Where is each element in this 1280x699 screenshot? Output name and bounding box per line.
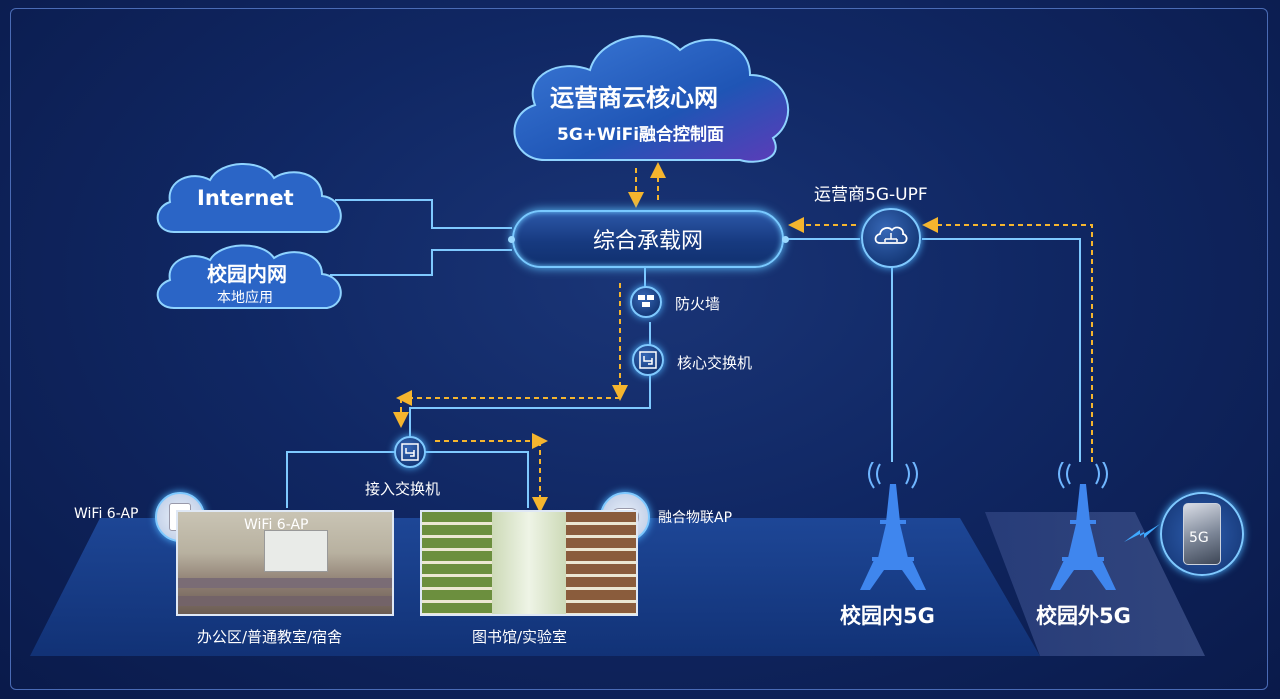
signal-waves-icon [1058, 462, 1108, 489]
operator-cloud [513, 35, 790, 163]
campus-cloud [156, 244, 342, 309]
port-dot-right [782, 236, 789, 243]
projector-screen [264, 530, 328, 572]
upf-node [861, 208, 921, 268]
office-classroom-photo: WiFi 6-AP [176, 510, 394, 616]
library-area-label: 图书馆/实验室 [472, 628, 568, 646]
phone-5g-badge: 5G [1189, 530, 1209, 546]
phone-node: 5G [1160, 492, 1244, 576]
flow-arrows [393, 162, 1093, 513]
internet-cloud-title: Internet [197, 186, 294, 210]
tower-inside-5g [860, 462, 926, 590]
diagram-frame [10, 8, 1268, 690]
wifi-ap-label: WiFi 6-AP [74, 506, 139, 522]
smartphone-icon: 5G [1183, 503, 1221, 565]
link-lines [286, 199, 1081, 508]
wifi-ap-photo-caption: WiFi 6-AP [244, 517, 309, 533]
firewall-icon [638, 295, 654, 309]
signal-waves-icon [868, 462, 918, 489]
offcampus-ground [985, 512, 1205, 656]
bookshelf-left [422, 512, 492, 614]
campus-cloud-title: 校园内网 [207, 262, 287, 286]
access-switch-node [394, 436, 426, 468]
campus-cloud-subtitle: 本地应用 [217, 290, 273, 306]
iot-ap-label: 融合物联AP [658, 510, 733, 526]
cell-tower-icon [860, 484, 926, 590]
core-switch-label: 核心交换机 [677, 354, 753, 372]
bearer-network-label: 综合承载网 [592, 229, 703, 254]
tower-outside-5g [1050, 462, 1116, 590]
desk-row [178, 596, 392, 606]
lightning-icon [1124, 524, 1160, 542]
bearer-network-node: 综合承载网 [512, 210, 784, 268]
firewall-label: 防火墙 [675, 295, 721, 313]
switch-icon [639, 351, 657, 369]
operator-cloud-title: 运营商云核心网 [550, 84, 718, 112]
tower-outside-label: 校园外5G [1036, 604, 1131, 628]
cloud-network-icon [874, 226, 908, 244]
access-switch-label: 接入交换机 [365, 480, 441, 498]
switch-icon [401, 443, 419, 461]
cell-tower-icon [1050, 484, 1116, 590]
port-dot-left [508, 236, 515, 243]
firewall-node [630, 286, 662, 318]
office-area-label: 办公区/普通教室/宿舍 [197, 628, 343, 646]
tower-inside-label: 校园内5G [840, 604, 935, 628]
desk-row [178, 578, 392, 588]
upf-label: 运营商5G-UPF [814, 185, 928, 205]
library-lab-photo [420, 510, 638, 616]
internet-cloud [156, 163, 342, 233]
operator-cloud-subtitle: 5G+WiFi融合控制面 [557, 125, 725, 145]
core-switch-node [632, 344, 664, 376]
bookshelf-right [566, 512, 636, 614]
